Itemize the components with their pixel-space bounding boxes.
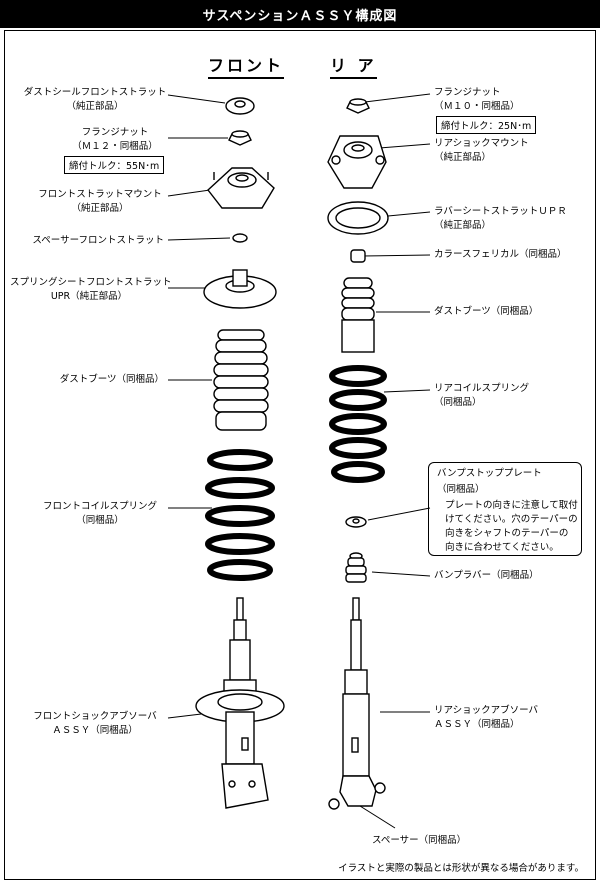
label-line: ＡＳＳＹ（同梱品） — [434, 719, 520, 730]
label-line: （Ｍ１２・同梱品） — [72, 141, 158, 152]
label-line: フランジナット — [81, 127, 149, 138]
rear-collar — [350, 249, 366, 263]
front-dust-boot — [213, 329, 269, 431]
label-line: （純正部品） — [71, 203, 129, 214]
label-line: フロントコイルスプリング — [42, 501, 157, 512]
rear-coil-spring — [329, 365, 387, 483]
front-shock-absorber — [195, 597, 285, 809]
front-spring-seat-label: スプリングシートフロントストラット UPR（純正部品） — [10, 276, 172, 304]
front-strut-mount — [207, 167, 275, 209]
label-line: （純正部品） — [434, 152, 492, 163]
rear-shock-absorber-label: リアショックアブソーバ ＡＳＳＹ（同梱品） — [434, 704, 538, 732]
rear-header: リ ア — [330, 52, 377, 79]
note-line: 向きに合わせてください。 — [445, 542, 559, 553]
bump-stop-plate-note: バンプストッププレート （同梱品） プレートの向きに注意して取付 けてください。… — [428, 462, 582, 556]
rear-spacer-right — [374, 782, 386, 794]
label-line: フランジナット — [434, 87, 501, 98]
front-coil-spring-label: フロントコイルスプリング （同梱品） — [30, 500, 170, 528]
leader-line — [364, 93, 431, 103]
rear-coil-spring-label: リアコイルスプリング （同梱品） — [434, 382, 529, 410]
label-line: スプリングシートフロントストラット — [10, 277, 172, 288]
front-dust-seal-label: ダストシールフロントストラット （純正部品） — [20, 86, 170, 114]
label-line: （Ｍ１０・同梱品） — [434, 101, 520, 112]
label-line: フロントストラットマウント — [38, 189, 162, 200]
leader-line — [383, 389, 431, 393]
leader-line — [361, 254, 431, 257]
front-spacer-label: スペーサーフロントストラット — [32, 235, 164, 246]
rear-collar-label: カラースフェリカル（同梱品） — [434, 249, 567, 260]
label-line: UPR（純正部品） — [50, 291, 128, 302]
front-coil-spring — [205, 449, 275, 581]
label-line: リアショックアブソーバ — [434, 705, 539, 716]
label-line: （純正部品） — [66, 101, 124, 112]
front-torque-spec: 締付トルク：55N･m — [64, 156, 165, 174]
front-strut-mount-label: フロントストラットマウント （純正部品） — [30, 188, 170, 216]
leader-line — [371, 571, 431, 577]
leader-line — [167, 94, 226, 104]
rear-bump-rubber-label: バンプラバー（同梱品） — [434, 570, 539, 581]
label-line: （同梱品） — [76, 515, 124, 526]
rear-spacer-left — [328, 798, 340, 810]
front-header: フロント — [208, 52, 285, 79]
note-subtitle: （同梱品） — [437, 484, 485, 495]
rear-spacer-label: スペーサー（同梱品） — [372, 835, 467, 846]
front-spacer — [232, 233, 248, 243]
leader-line — [379, 143, 431, 149]
rear-dust-boot-label: ダストブーツ（同梱品） — [434, 306, 539, 317]
leader-line — [167, 189, 211, 197]
label-line: フロントショックアブソーバ — [33, 711, 157, 722]
note-line: プレートの向きに注意して取付 — [445, 500, 578, 511]
note-title: バンプストッププレート — [437, 468, 542, 479]
footer-note: イラストと実際の製品とは形状が異なる場合があります。 — [338, 863, 584, 874]
leader-line — [367, 507, 431, 521]
rear-dust-boot — [341, 277, 375, 353]
page-title: サスペンションＡＳＳＹ構成図 — [0, 0, 600, 28]
leader-line — [359, 805, 396, 829]
label-line: リアコイルスプリング — [434, 383, 530, 394]
rear-shock-absorber — [339, 597, 377, 807]
label-line: ＡＳＳＹ（同梱品） — [52, 725, 138, 736]
rear-shock-mount-label: リアショックマウント （純正部品） — [434, 137, 529, 165]
note-line: けてください。穴のテーパーの — [445, 514, 578, 525]
front-dust-boot-label: ダストブーツ（同梱品） — [59, 374, 164, 385]
label-line: リアショックマウント — [434, 138, 529, 149]
rear-torque-spec: 締付トルク：25N･m — [436, 116, 537, 134]
label-line: ダストシールフロントストラット — [23, 87, 167, 98]
rear-bump-rubber — [345, 552, 367, 583]
leader-line — [167, 237, 231, 241]
note-line: 向きをシャフトのテーパーの — [445, 528, 569, 539]
front-shock-absorber-label: フロントショックアブソーバ ＡＳＳＹ（同梱品） — [20, 710, 170, 738]
front-flange-nut-label: フランジナット （Ｍ１２・同梱品） — [60, 126, 170, 154]
label-line: ラバーシートストラットＵＰＲ — [434, 206, 567, 217]
rear-rubber-seat-label: ラバーシートストラットＵＰＲ （純正部品） — [434, 205, 567, 233]
label-line: （同梱品） — [434, 397, 482, 408]
leader-line — [387, 211, 431, 217]
rear-flange-nut-label: フランジナット （Ｍ１０・同梱品） — [434, 86, 520, 114]
label-line: （純正部品） — [434, 220, 492, 231]
